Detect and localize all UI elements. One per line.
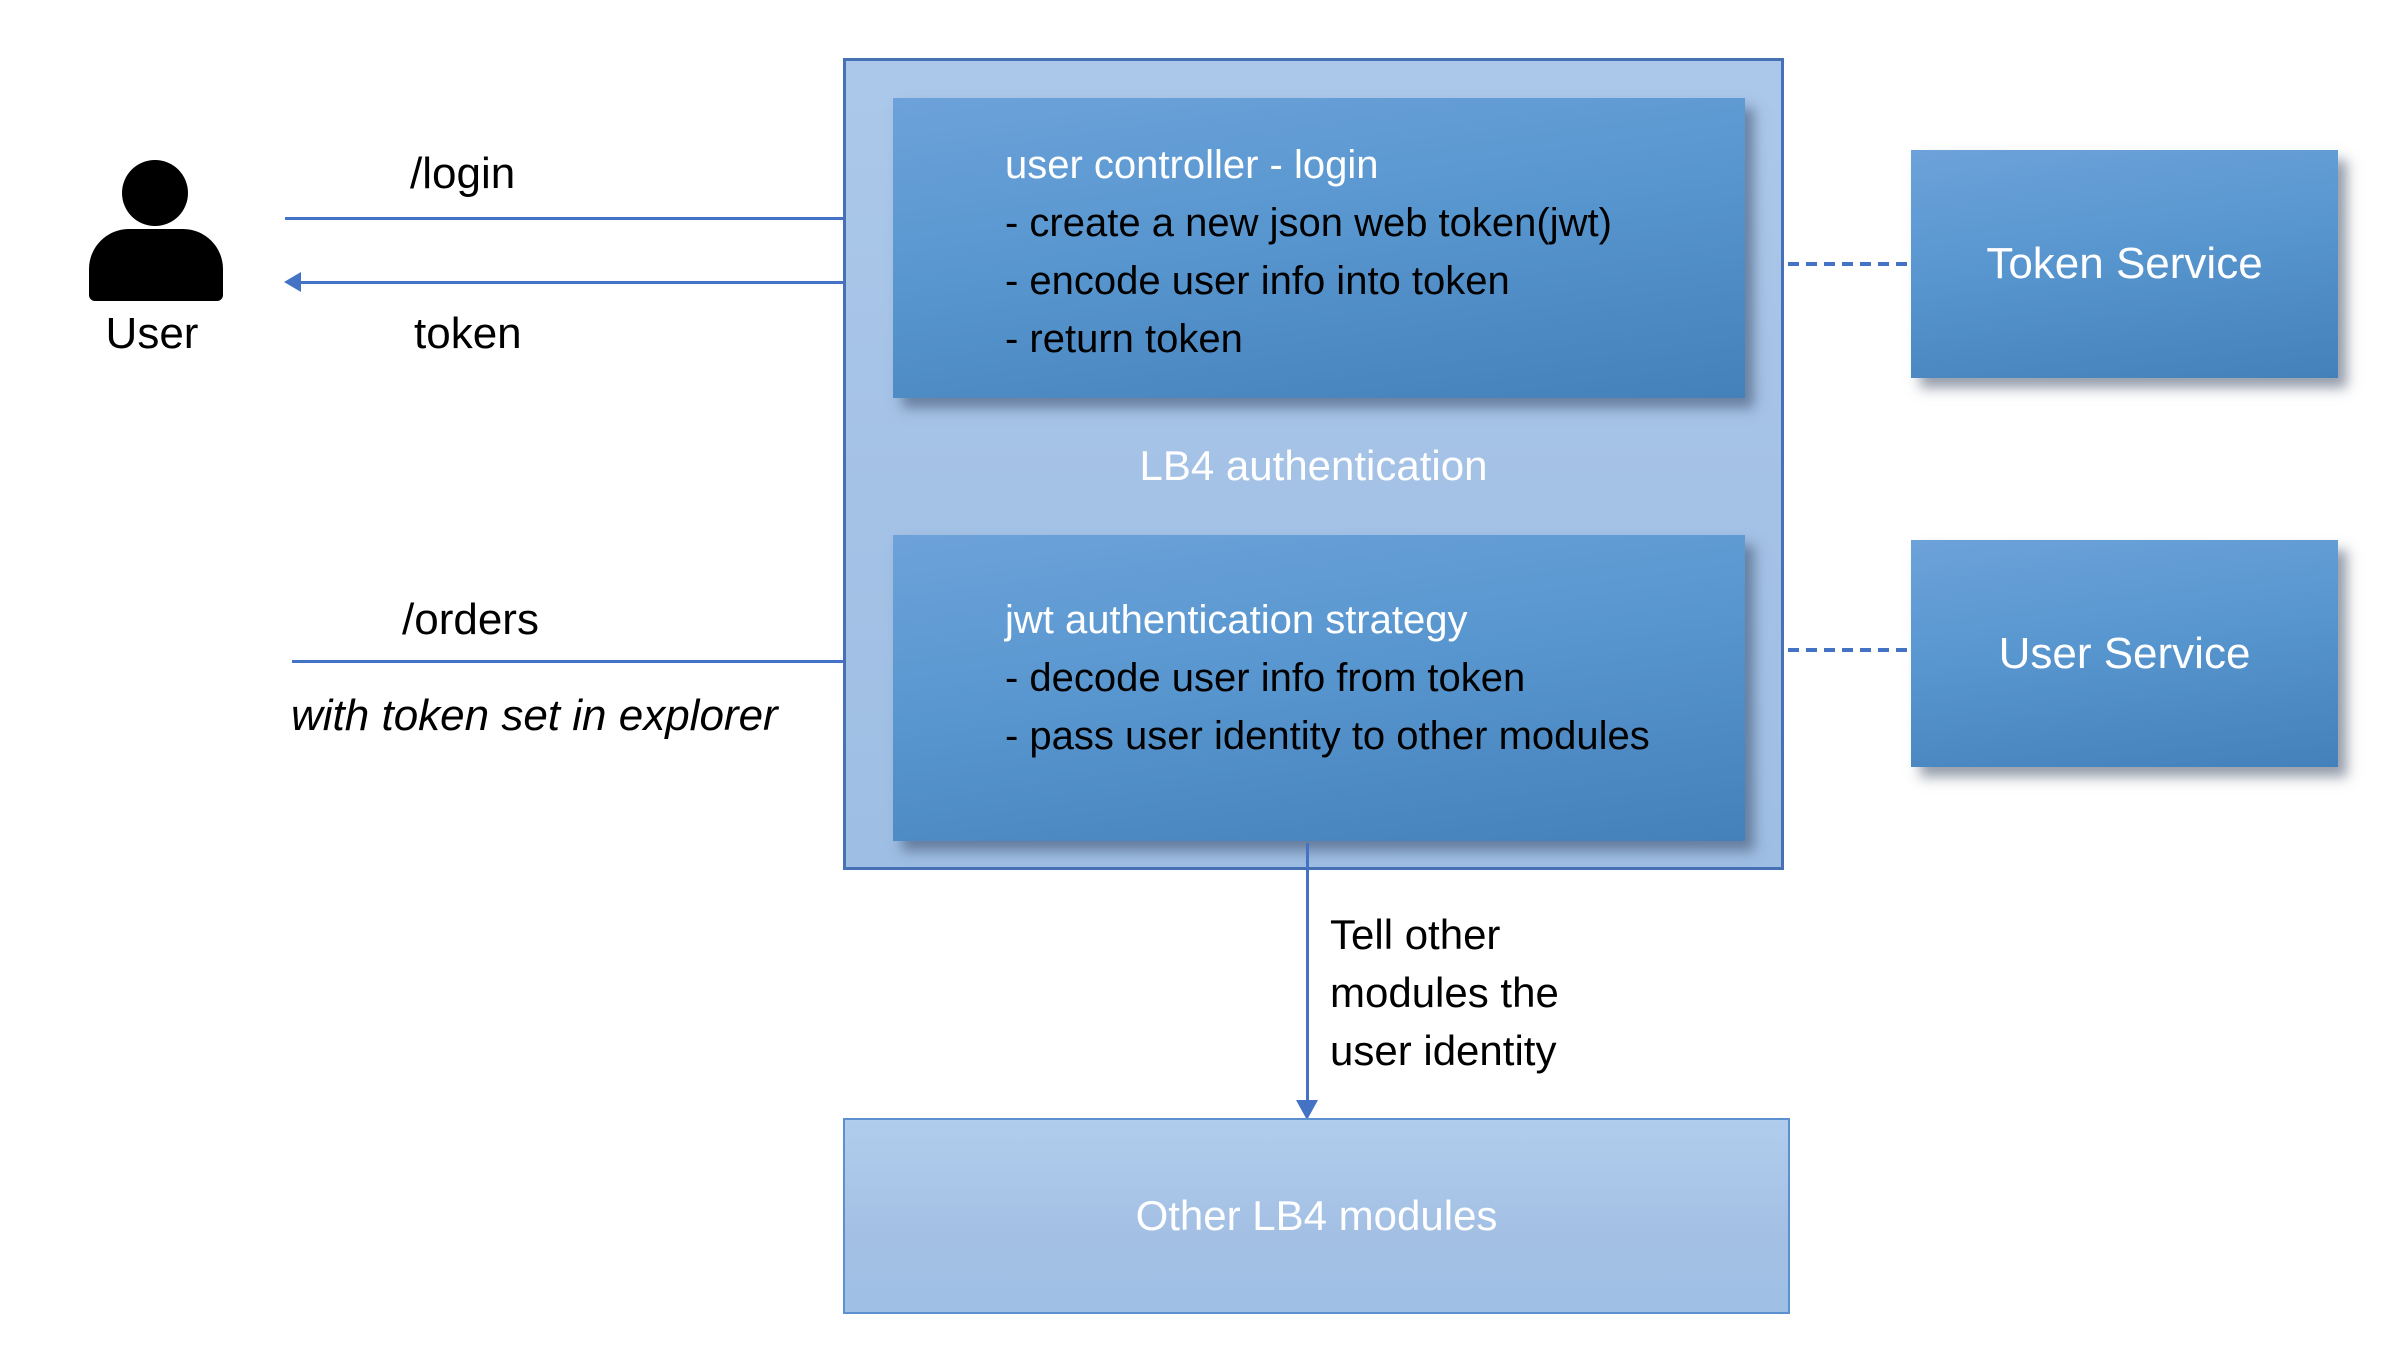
token-service-box: Token Service bbox=[1911, 150, 2338, 378]
user-icon-head bbox=[122, 160, 188, 226]
token-label: token bbox=[414, 309, 522, 358]
token-arrowhead-icon bbox=[284, 272, 301, 292]
identity-note-line: Tell other bbox=[1330, 911, 1501, 958]
token-arrow bbox=[298, 281, 972, 284]
identity-note-line: user identity bbox=[1330, 1027, 1557, 1074]
jwt-strategy-bullet: - decode user info from token bbox=[1005, 656, 1526, 700]
user-controller-bullet: - return token bbox=[1005, 317, 1243, 361]
login-label: /login bbox=[410, 149, 516, 198]
jwt-strategy-bullet: - pass user identity to other modules bbox=[1005, 714, 1650, 758]
user-controller-bullet: - create a new json web token(jwt) bbox=[1005, 201, 1612, 245]
login-arrow bbox=[285, 217, 957, 220]
user-controller-bullet: - encode user info into token bbox=[1005, 259, 1510, 303]
user-label: User bbox=[105, 309, 199, 358]
token-service-connector bbox=[1788, 262, 1908, 266]
user-icon bbox=[85, 155, 235, 305]
lb4-authentication-container: LB4 authentication user controller - log… bbox=[843, 58, 1784, 870]
jwt-strategy-box: jwt authentication strategy - decode use… bbox=[893, 535, 1745, 841]
orders-arrow bbox=[292, 660, 952, 663]
user-controller-box: user controller - login - create a new j… bbox=[893, 98, 1745, 398]
user-service-box: User Service bbox=[1911, 540, 2338, 767]
lb4-authentication-label: LB4 authentication bbox=[1139, 442, 1488, 489]
orders-note: with token set in explorer bbox=[291, 691, 778, 740]
user-controller-title: user controller - login bbox=[1005, 143, 1379, 187]
jwt-strategy-title: jwt authentication strategy bbox=[1005, 598, 1468, 642]
identity-arrow bbox=[1306, 843, 1309, 1103]
other-lb4-modules-label: Other LB4 modules bbox=[1135, 1192, 1498, 1239]
identity-note: Tell other modules the user identity bbox=[1330, 906, 1559, 1080]
user-service-label: User Service bbox=[1998, 628, 2251, 678]
user-service-connector bbox=[1788, 648, 1908, 652]
identity-arrowhead-icon bbox=[1296, 1100, 1318, 1120]
orders-label: /orders bbox=[402, 595, 539, 644]
other-lb4-modules-box: Other LB4 modules bbox=[843, 1118, 1790, 1314]
identity-note-line: modules the bbox=[1330, 969, 1559, 1016]
token-service-label: Token Service bbox=[1986, 239, 2263, 288]
user-icon-body bbox=[89, 229, 223, 301]
